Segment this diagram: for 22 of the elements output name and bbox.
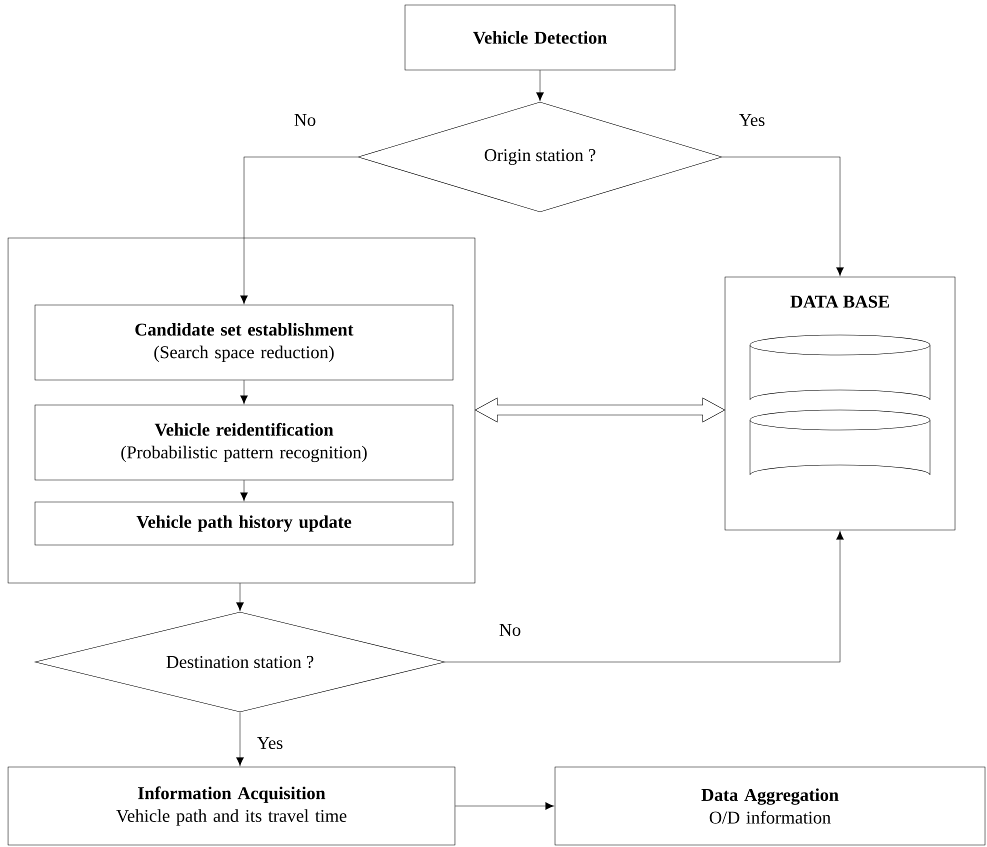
- arrow: [236, 583, 244, 612]
- process-box: Vehicle reidentification (Probabilistic pattern recognition): [34, 404, 454, 480]
- edge-label: No: [498, 622, 522, 638]
- arrow: [454, 802, 554, 810]
- process-box: Vehicle path history update: [34, 502, 454, 546]
- edge-label: Yes: [256, 736, 284, 750]
- arrow: [240, 480, 248, 502]
- arrow: [236, 712, 244, 766]
- arrow: [445, 531, 844, 662]
- group-box: [8, 238, 476, 584]
- edge-label: No: [292, 112, 318, 128]
- edge-label: Yes: [738, 112, 766, 128]
- process-box: Vehicle Detection: [404, 4, 676, 70]
- arrow: [240, 380, 248, 404]
- process-box: Candidate set establishment (Search space reduction): [34, 304, 454, 380]
- process-box: Information Acquisition Vehicle path and its travel time: [8, 766, 456, 846]
- process-box: Data Aggregation O/D information: [554, 766, 986, 846]
- database-box: DATA BASE: [724, 276, 956, 530]
- arrow: [722, 156, 844, 276]
- block-arrow: [474, 398, 726, 422]
- arrow: [536, 70, 544, 102]
- arrow: [240, 156, 358, 304]
